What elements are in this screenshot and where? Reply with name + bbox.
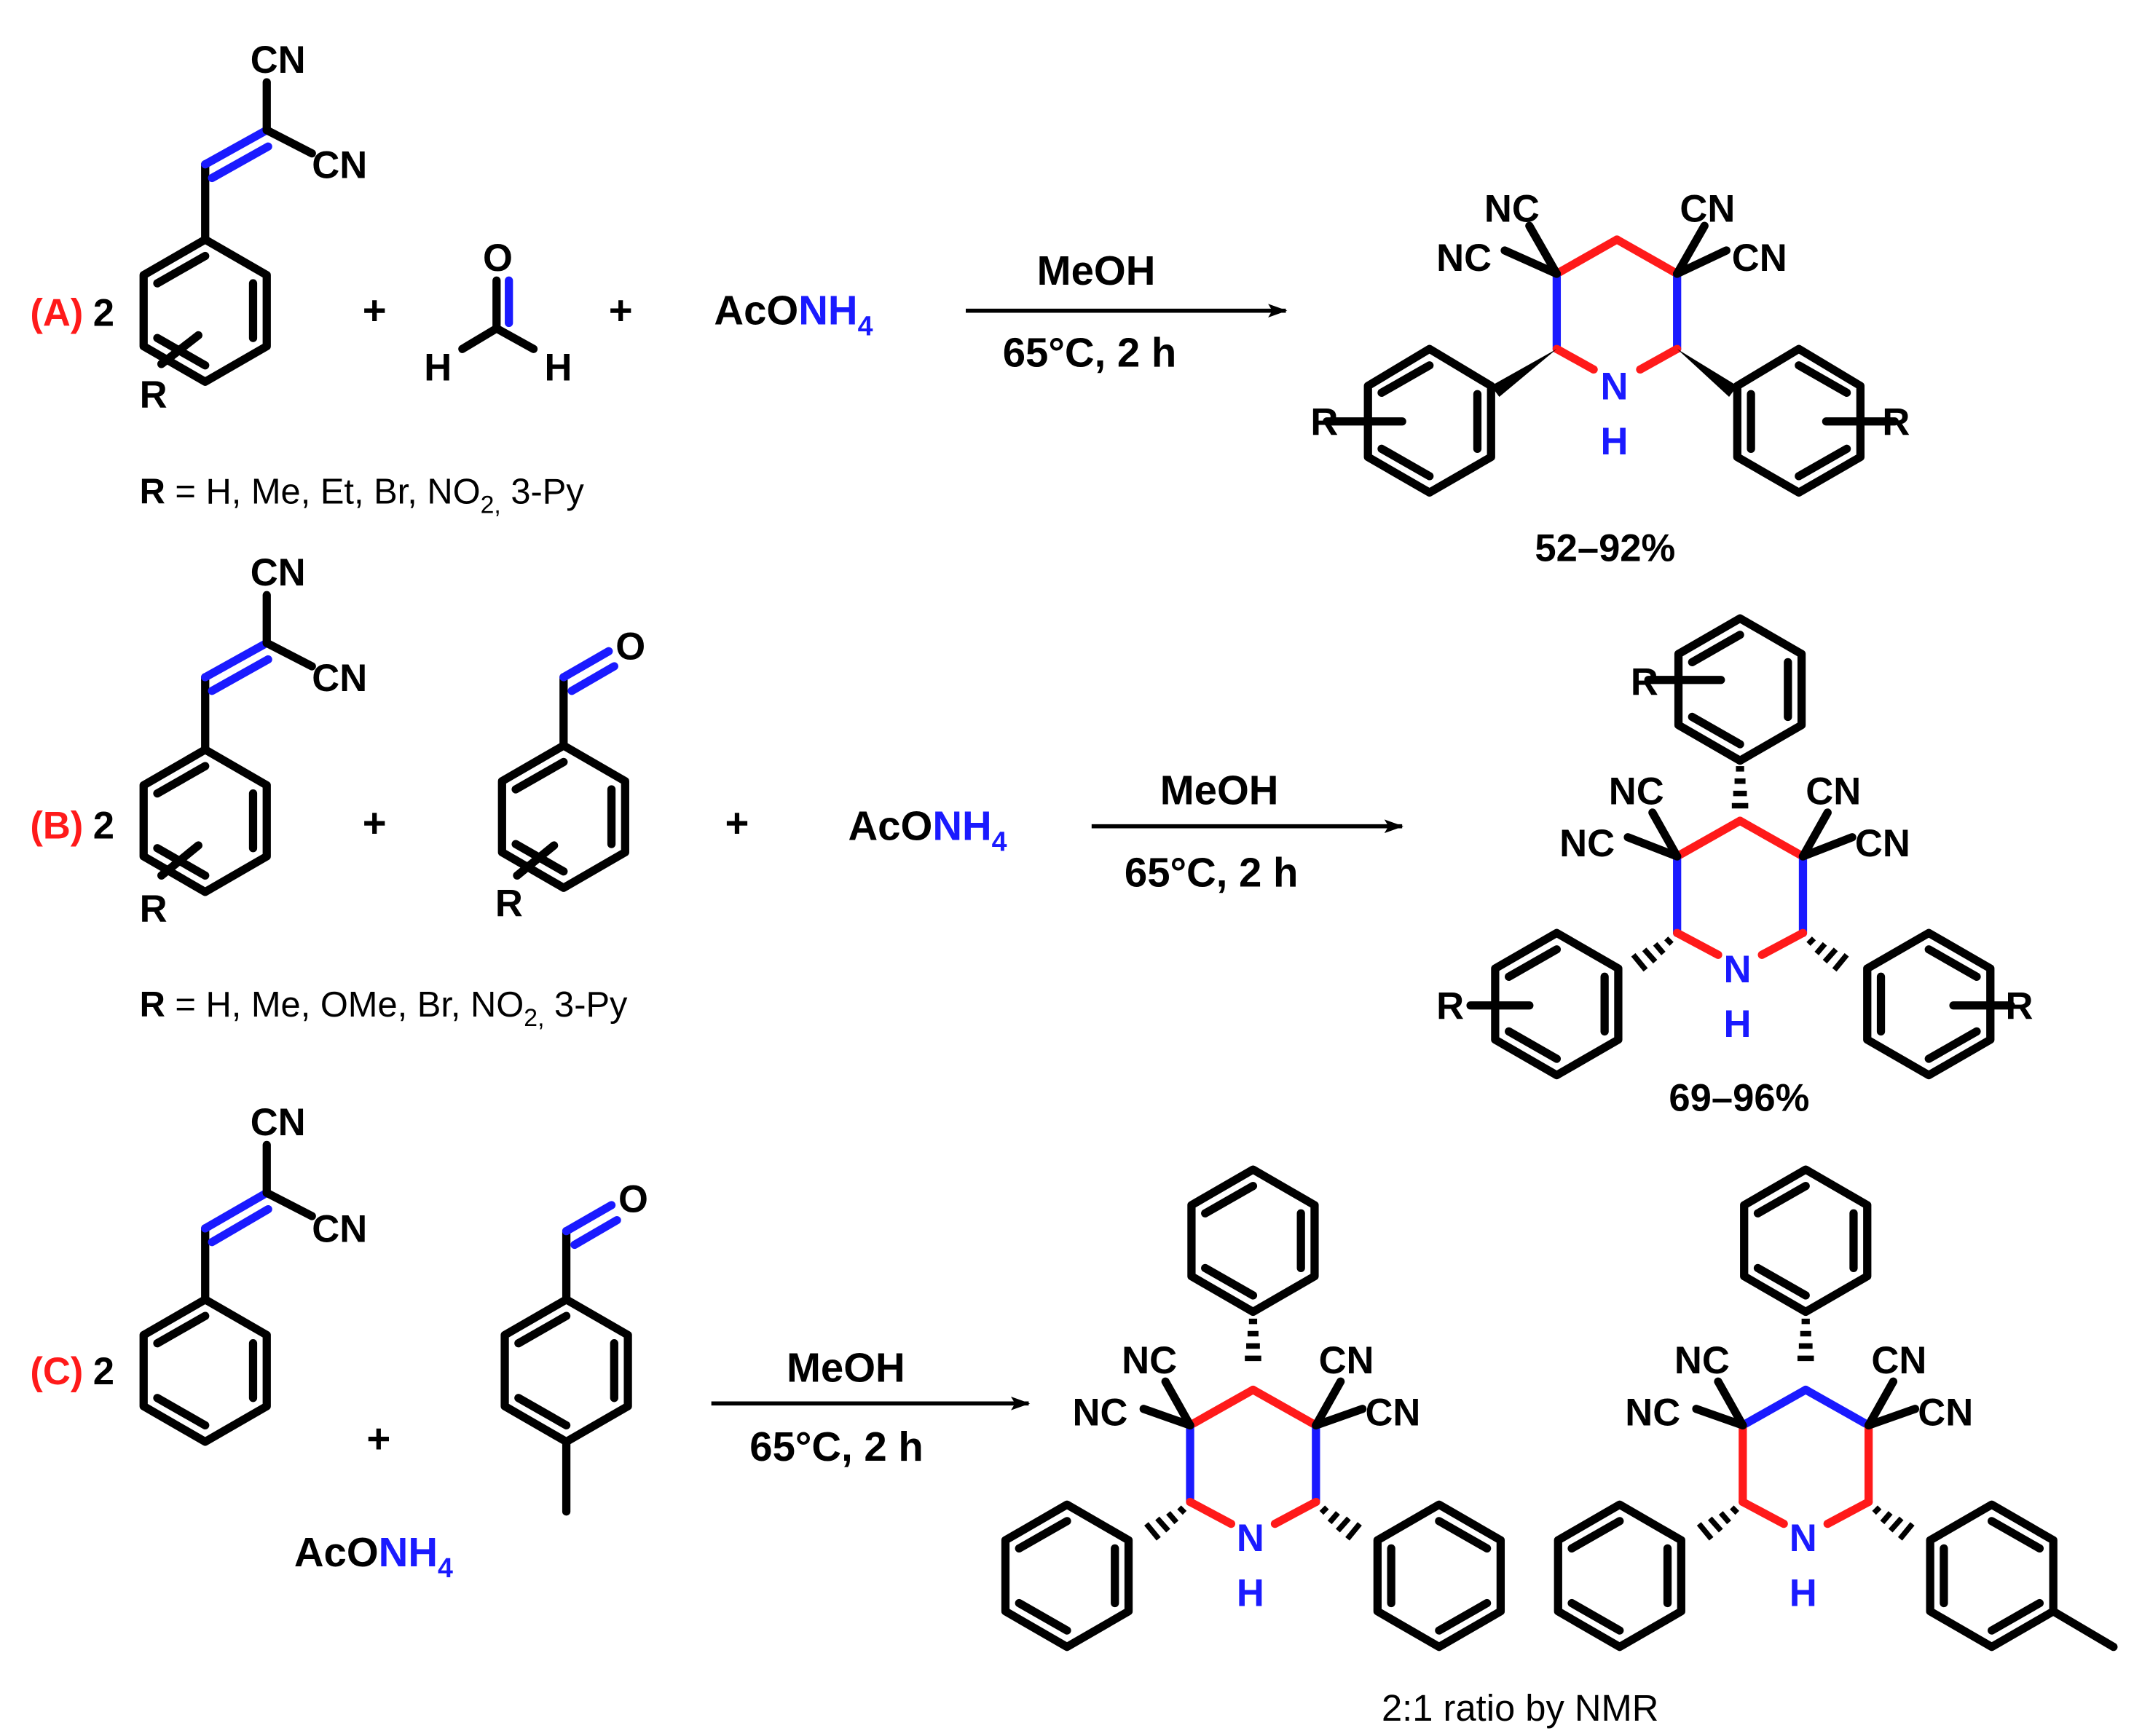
cn-label: CN (1918, 1391, 1973, 1434)
nc-label: NC (1073, 1391, 1128, 1434)
cn-label: CN (1680, 188, 1735, 231)
plus-sign: + (609, 287, 633, 333)
tag-c: (C) (30, 1350, 83, 1393)
yield-b: 69–96% (1669, 1076, 1809, 1119)
reagent-ammonium-acetate: AcONH4 (714, 287, 873, 341)
stoich-two: 2 (93, 1350, 114, 1393)
reactant-formaldehyde: O H H (424, 237, 572, 389)
reagent-ammonium-acetate: AcONH4 (848, 802, 1007, 856)
h-label: H (1601, 420, 1629, 463)
ratio-note: 2:1 ratio by NMR (1382, 1687, 1658, 1729)
o-label: O (615, 626, 645, 668)
solvent-label: MeOH (1160, 768, 1279, 813)
h-label: H (1790, 1571, 1817, 1614)
reactant-arylidene-malononitrile-b: CN CN R (139, 551, 367, 931)
cn-label: CN (312, 1208, 367, 1251)
o-label: O (483, 237, 513, 280)
cn-label: CN (1365, 1391, 1420, 1434)
r-label: R (2005, 985, 2033, 1028)
reaction-a: CN CN R (A) 2 + O H H + AcONH4 MeOH 65°C… (30, 39, 1910, 570)
r-label: R (140, 374, 168, 417)
reaction-arrow: MeOH 65°C, 2 h (966, 248, 1288, 376)
stoich-two: 2 (93, 291, 114, 334)
tag-a: (A) (30, 291, 83, 334)
reaction-b: CN CN R (B) 2 + O R + AcONH4 MeOH 65°C, … (30, 551, 2033, 1119)
reactant-4-methylbenzaldehyde: O (500, 1177, 648, 1516)
nc-label: NC (1436, 237, 1492, 280)
h-label: H (545, 346, 572, 389)
substituent-list-b: R = H, Me, OMe, Br, NO2, 3-Py (140, 985, 628, 1032)
svg-text:AcONH4: AcONH4 (848, 802, 1007, 856)
n-label: N (1601, 366, 1629, 409)
conditions-label: 65°C, 2 h (1003, 330, 1177, 376)
nc-label: NC (1484, 188, 1540, 231)
reactant-aryl-aldehyde: O R (495, 626, 645, 926)
yield-a: 52–92% (1535, 526, 1675, 569)
cn-label: CN (312, 143, 367, 186)
svg-text:AcONH4: AcONH4 (294, 1529, 453, 1583)
h-label: H (424, 346, 452, 389)
r-label: R (1631, 660, 1658, 703)
reaction-arrow: MeOH 65°C, 2 h (711, 1344, 1031, 1469)
nc-label: NC (1559, 822, 1615, 865)
cn-label: CN (251, 551, 306, 594)
r-label: R (140, 888, 168, 931)
nc-label: NC (1122, 1339, 1177, 1382)
solvent-label: MeOH (787, 1344, 905, 1390)
plus-sign: + (366, 1416, 390, 1461)
product-piperidine-c2: NC NC CN CN N H (1554, 1165, 2118, 1652)
r-label: R (495, 883, 523, 926)
product-piperidine-c1: NC NC CN CN N H (1001, 1165, 1505, 1652)
plus-sign: + (363, 800, 387, 846)
r-label: R (1310, 401, 1338, 444)
plus-sign: + (363, 287, 387, 333)
nc-label: NC (1674, 1339, 1730, 1382)
cn-label: CN (251, 39, 306, 82)
conditions-label: 65°C, 2 h (749, 1424, 924, 1469)
reaction-c: CN CN (C) 2 O + AcONH4 MeOH 65°C, 2 h (30, 1101, 2118, 1729)
svg-text:AcONH4: AcONH4 (714, 287, 873, 341)
solvent-label: MeOH (1037, 248, 1156, 293)
nc-label: NC (1625, 1391, 1680, 1434)
stoich-two: 2 (93, 805, 114, 848)
h-label: H (1237, 1571, 1264, 1614)
o-label: O (618, 1177, 648, 1220)
h-label: H (1724, 1003, 1752, 1046)
n-label: N (1724, 948, 1752, 991)
n-label: N (1237, 1517, 1264, 1560)
product-piperidine-b: R (1436, 614, 2033, 1080)
cn-label: CN (1855, 822, 1910, 865)
cn-label: CN (1319, 1339, 1374, 1382)
product-piperidine-a: NC NC CN CN N H R R (1310, 188, 1910, 497)
plus-sign: + (725, 800, 749, 846)
cn-label: CN (1732, 237, 1787, 280)
reactant-arylidene-malononitrile-a: CN CN R (139, 39, 367, 417)
r-label: R (1882, 401, 1910, 444)
conditions-label: 65°C, 2 h (1125, 849, 1299, 895)
cn-label: CN (1806, 770, 1861, 813)
nc-label: NC (1609, 770, 1664, 813)
tag-b: (B) (30, 805, 83, 848)
reaction-arrow: MeOH 65°C, 2 h (1091, 768, 1404, 895)
reactant-benzylidene-malononitrile-c: CN CN (139, 1101, 367, 1446)
n-label: N (1790, 1517, 1817, 1560)
cn-label: CN (312, 657, 367, 700)
cn-label: CN (251, 1101, 306, 1144)
reagent-ammonium-acetate: AcONH4 (294, 1529, 453, 1583)
substituent-list-a: R = H, Me, Et, Br, NO2, 3-Py (140, 472, 585, 518)
r-label: R (1436, 985, 1464, 1028)
cn-label: CN (1871, 1339, 1926, 1382)
